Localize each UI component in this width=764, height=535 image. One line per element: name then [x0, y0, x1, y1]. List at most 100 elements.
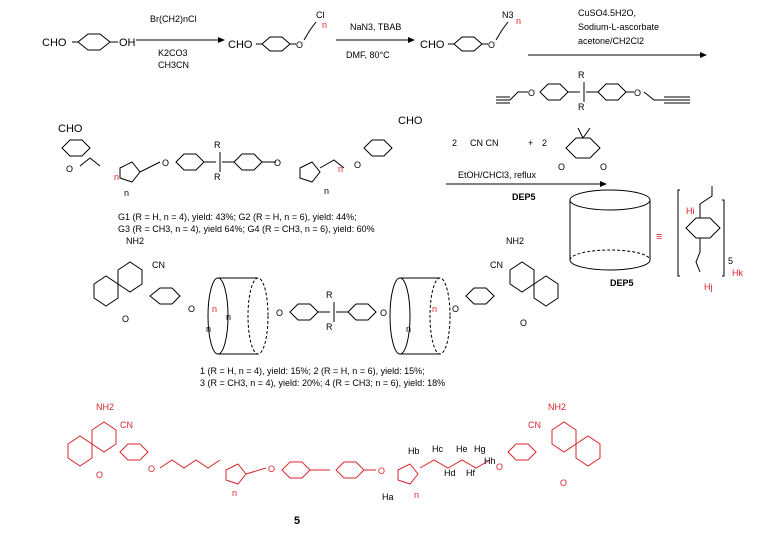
g-yields-line2: G3 (R = CH3, n = 4), yield 64%; G4 (R = …	[118, 224, 375, 234]
dep5-monomer: Hi Hj Hk 5	[677, 186, 743, 292]
r-label: R	[326, 290, 333, 300]
cn-label: CN	[120, 420, 133, 430]
o-label: O	[66, 164, 73, 174]
hd-label: Hd	[444, 468, 456, 478]
n-label: n	[232, 488, 237, 498]
r-label: R	[214, 140, 221, 150]
n-label: n	[114, 172, 119, 182]
compound-5: NH2 CN O O n O O n O NH2 CN O Ha Hb Hc H…	[67, 402, 601, 502]
n-label: n	[406, 324, 411, 334]
dep5-label: DEP5	[610, 278, 634, 288]
o-label: O	[560, 478, 567, 488]
hc-label: Hc	[432, 444, 443, 454]
dep5-cylinder	[569, 189, 651, 271]
o-label: O	[520, 318, 527, 328]
cl-label: Cl	[316, 10, 325, 20]
n-label: n	[414, 490, 419, 500]
r-label: R	[578, 102, 585, 112]
r-label: R	[326, 322, 333, 332]
o-label: O	[162, 158, 169, 168]
g-yields-line1: G1 (R = H, n = 4), yield: 43%; G2 (R = H…	[118, 212, 357, 222]
cho-label: CHO	[420, 39, 445, 51]
compound-5-label: 5	[294, 515, 300, 527]
hh-label: Hh	[484, 456, 496, 466]
n-label: n	[226, 312, 231, 322]
azide-intermediate: CHO O N3 n	[420, 10, 521, 52]
he-label: He	[456, 444, 468, 454]
hb-label: Hb	[408, 446, 420, 456]
n-label: n	[322, 20, 327, 30]
n-label: n	[212, 304, 217, 314]
cho-label: CHO	[398, 115, 423, 127]
o-label: O	[274, 158, 281, 168]
o-label: O	[354, 160, 361, 170]
bis-alkyne: O R R O	[496, 70, 690, 112]
r-label: R	[578, 70, 585, 80]
hk-label: Hk	[732, 268, 743, 278]
o-label: O	[558, 162, 565, 172]
dimedone: O O	[558, 127, 607, 172]
o-label: O	[488, 40, 495, 50]
cho-label: CHO	[58, 123, 83, 135]
n-label: n	[516, 16, 521, 26]
reagent-2-bot: DMF, 80°C	[346, 50, 390, 60]
hf-label: Hf	[466, 468, 475, 478]
reagent-1-mid: K2CO3	[158, 48, 188, 58]
n-label: n	[432, 304, 437, 314]
reagent-3-l3: acetone/CH2Cl2	[578, 36, 644, 46]
n-label: n	[338, 164, 343, 174]
o-label: O	[496, 462, 503, 472]
plus-sign: +	[528, 138, 533, 148]
sub-5: 5	[728, 256, 733, 266]
cho-label: CHO	[228, 39, 253, 51]
o-label: O	[378, 466, 385, 476]
n-label: n	[124, 188, 129, 198]
coeff-2: 2	[542, 138, 547, 148]
chloro-intermediate: CHO O Cl n	[228, 10, 327, 52]
g-series-structure: CHO O n n O R R O n n O CHO	[58, 115, 423, 198]
rotaxane-structure: NH2 CN O O n n n O R R O n n O NH2	[93, 236, 559, 355]
o-label: O	[96, 470, 103, 480]
reagent-3-l1: CuSO4.5H2O,	[578, 8, 636, 18]
o-label: O	[122, 314, 129, 324]
o-label: O	[452, 304, 459, 314]
cn-label: CN	[528, 420, 541, 430]
o-label: O	[188, 304, 195, 314]
o-label: O	[600, 162, 607, 172]
reagent-4-host: DEP5	[512, 192, 536, 202]
reagent-2-top: NaN3, TBAB	[350, 22, 401, 32]
rot-yields-line1: 1 (R = H, n = 4), yield: 15%; 2 (R = H, …	[200, 366, 425, 376]
coeff-1: 2	[452, 138, 457, 148]
n3-label: N3	[502, 10, 514, 20]
nh2-label: NH2	[126, 236, 144, 246]
start-material: CHO OH	[42, 33, 136, 51]
o-label: O	[148, 464, 155, 474]
cn-label: CN	[152, 260, 165, 270]
reagent-1-bot: CH3CN	[158, 60, 189, 70]
cn-label: CN	[490, 260, 503, 270]
hi-label: Hi	[686, 206, 695, 216]
hj-label: Hj	[704, 282, 713, 292]
o-label: O	[296, 40, 303, 50]
ha-label: Ha	[382, 492, 394, 502]
rot-yields-line2: 3 (R = CH3, n = 4), yield: 20%; 4 (R = C…	[200, 378, 445, 388]
o-label: O	[634, 88, 641, 98]
hg-label: Hg	[474, 444, 486, 454]
nh2-label: NH2	[548, 402, 566, 412]
oh-label: OH	[119, 37, 136, 49]
reagent-4-cond: EtOH/CHCl3, reflux	[458, 170, 537, 180]
nh2-label: NH2	[96, 402, 114, 412]
o-label: O	[276, 308, 283, 318]
n-label: n	[206, 324, 211, 334]
o-label: O	[528, 88, 535, 98]
n-label: n	[324, 186, 329, 196]
reagent-3-l2: Sodium-L-ascorbate	[578, 22, 659, 32]
malononitrile: CN CN	[470, 138, 499, 148]
reagent-1-top: Br(CH2)nCl	[150, 14, 197, 24]
cho-label: CHO	[42, 37, 67, 49]
equiv-sign: ≡	[656, 231, 662, 243]
o-label: O	[268, 464, 275, 474]
nh2-label: NH2	[506, 236, 524, 246]
o-label: O	[380, 308, 387, 318]
